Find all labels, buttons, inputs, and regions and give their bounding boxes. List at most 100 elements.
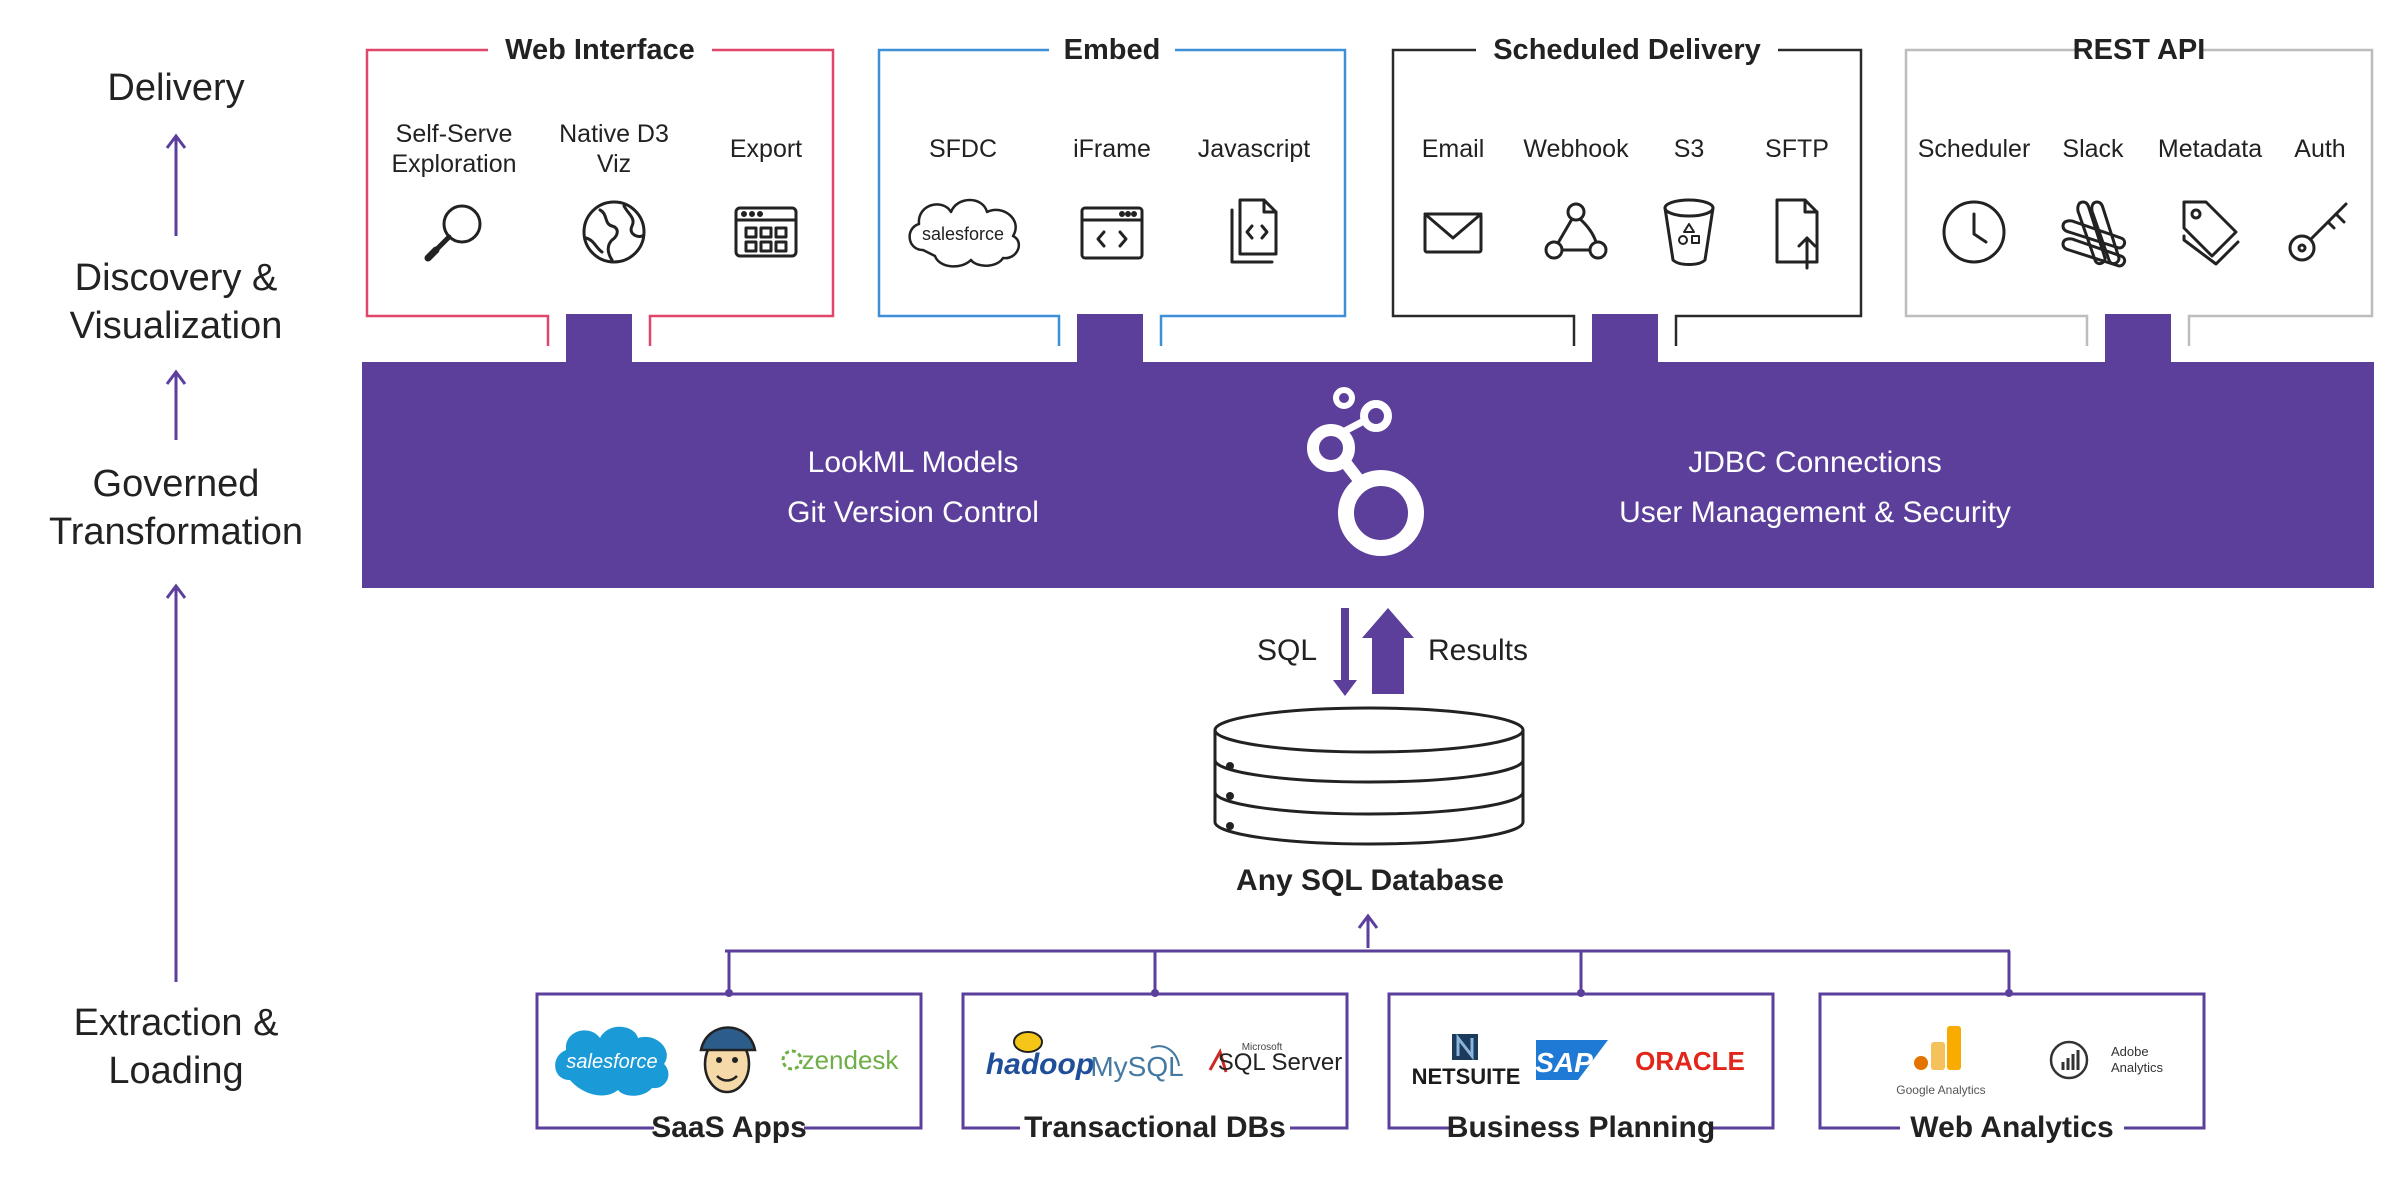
platform-text: User Management & Security [1619, 496, 2011, 529]
arrow-up-delivery [165, 133, 187, 236]
group-border [877, 48, 1347, 346]
logo-stem [1340, 458, 1367, 488]
sqlserver-wordmark: SQL Server [1218, 1049, 1343, 1076]
item-label: Javascript [1198, 135, 1311, 163]
looker-logo-icon [1307, 387, 1424, 556]
hadoop-elephant [1013, 1031, 1043, 1053]
db-ring [1213, 759, 1525, 784]
source-title: Transactional DBs [1024, 1111, 1286, 1144]
delivery-item: iFrame [1073, 135, 1151, 260]
item-label: iFrame [1073, 135, 1151, 163]
db-ring [1213, 791, 1525, 816]
source-border [1387, 992, 1775, 1130]
group-connector [1077, 314, 1143, 364]
item-label: Slack [2062, 135, 2124, 163]
delivery-item: Javascript [1198, 135, 1311, 264]
logo-stem [1341, 418, 1364, 436]
arrow-head [165, 583, 187, 599]
sql-arrow-head [1333, 680, 1357, 696]
oracle-logo: ORACLE [1635, 1046, 1745, 1076]
db-dot [1226, 822, 1234, 830]
zendesk-mark [781, 1049, 803, 1071]
item-label: Export [730, 135, 802, 163]
mailchimp-logo [699, 1026, 757, 1094]
mysql-wordmark: MySQL [1090, 1051, 1183, 1082]
mailchimp-mouth [716, 1075, 738, 1082]
item-label: Viz [597, 150, 631, 178]
netsuite-n [1456, 1033, 1474, 1061]
arrow-head [165, 369, 187, 385]
layer-label-line: Visualization [70, 305, 283, 347]
sap-logo: SAP [1535, 1040, 1608, 1080]
layer-label-line: Delivery [107, 67, 244, 109]
layer-label-line: Governed [93, 463, 260, 505]
salesforce-text: salesforce [922, 224, 1004, 244]
mailchimp-hat [699, 1026, 757, 1052]
delivery-item: S3 [1663, 135, 1715, 266]
ga-bar-tall [1947, 1026, 1961, 1070]
group-connector [1592, 314, 1658, 364]
item-label: SFDC [929, 135, 997, 163]
logo-ring-mid [1307, 424, 1355, 472]
layer-label-delivery: Delivery [107, 67, 244, 109]
delivery-item: SFDC salesforce [908, 135, 1021, 268]
item-label: Webhook [1523, 135, 1629, 163]
item-label: Exploration [391, 150, 516, 178]
ga-bar-mid [1931, 1042, 1945, 1070]
netsuite-logo: NETSUITE [1412, 1033, 1520, 1089]
delivery-item: Scheduler [1918, 135, 2031, 264]
source-title: Business Planning [1447, 1111, 1715, 1144]
tags-icon [2182, 200, 2240, 266]
key-icon [2288, 202, 2348, 262]
db-dot [1226, 762, 1234, 770]
bucket-icon [1663, 198, 1715, 266]
group-connector [566, 314, 632, 364]
db-top [1213, 706, 1525, 754]
source-border [535, 992, 923, 1130]
database-label: Any SQL Database [1236, 864, 1504, 897]
adobe-sub: Analytics [2111, 1060, 2164, 1075]
db-body [1213, 730, 1525, 846]
delivery-group-web-interface: Web InterfaceSelf-ServeExplorationNative… [365, 34, 835, 364]
salesforce-cloud-shape [555, 1026, 669, 1096]
source-business-planning: Business Planning NETSUITE SAP ORACLE [1387, 992, 1775, 1144]
layer-label-line: Transformation [49, 511, 303, 553]
delivery-item: Slack [2061, 135, 2127, 268]
source-title: SaaS Apps [651, 1111, 807, 1144]
arrow-up-discovery [165, 369, 187, 440]
magnifier-icon [424, 204, 482, 262]
database-icon: Any SQL Database [1213, 706, 1525, 897]
slack-hash-icon [2061, 200, 2127, 268]
group-border [1391, 48, 1863, 346]
mysql-dolphin [1150, 1045, 1180, 1067]
ga-dot [1914, 1056, 1928, 1070]
delivery-item: Email [1422, 135, 1484, 254]
group-border [1904, 48, 2374, 346]
delivery-item: Auth [2288, 135, 2348, 262]
source-transactional-dbs: Transactional DBshadoopMySQLMicrosoftSQL… [961, 992, 1349, 1144]
layer-label-line: Loading [108, 1050, 243, 1092]
layer-label-discovery: Discovery &Visualization [70, 257, 283, 347]
envelope-icon [1423, 212, 1483, 254]
delivery-item: Metadata [2158, 135, 2262, 266]
layer-label-line: Extraction & [74, 1002, 279, 1044]
item-label: Scheduler [1918, 135, 2031, 163]
sqlserver-microsoft: Microsoft [1242, 1042, 1283, 1053]
item-label: SFTP [1765, 135, 1829, 163]
globe-icon [582, 200, 646, 264]
code-window-icon [1080, 206, 1144, 260]
item-label: S3 [1674, 135, 1705, 163]
item-label: Metadata [2158, 135, 2262, 163]
platform-text: LookML Models [808, 446, 1019, 479]
webhook-icon [1544, 202, 1608, 260]
